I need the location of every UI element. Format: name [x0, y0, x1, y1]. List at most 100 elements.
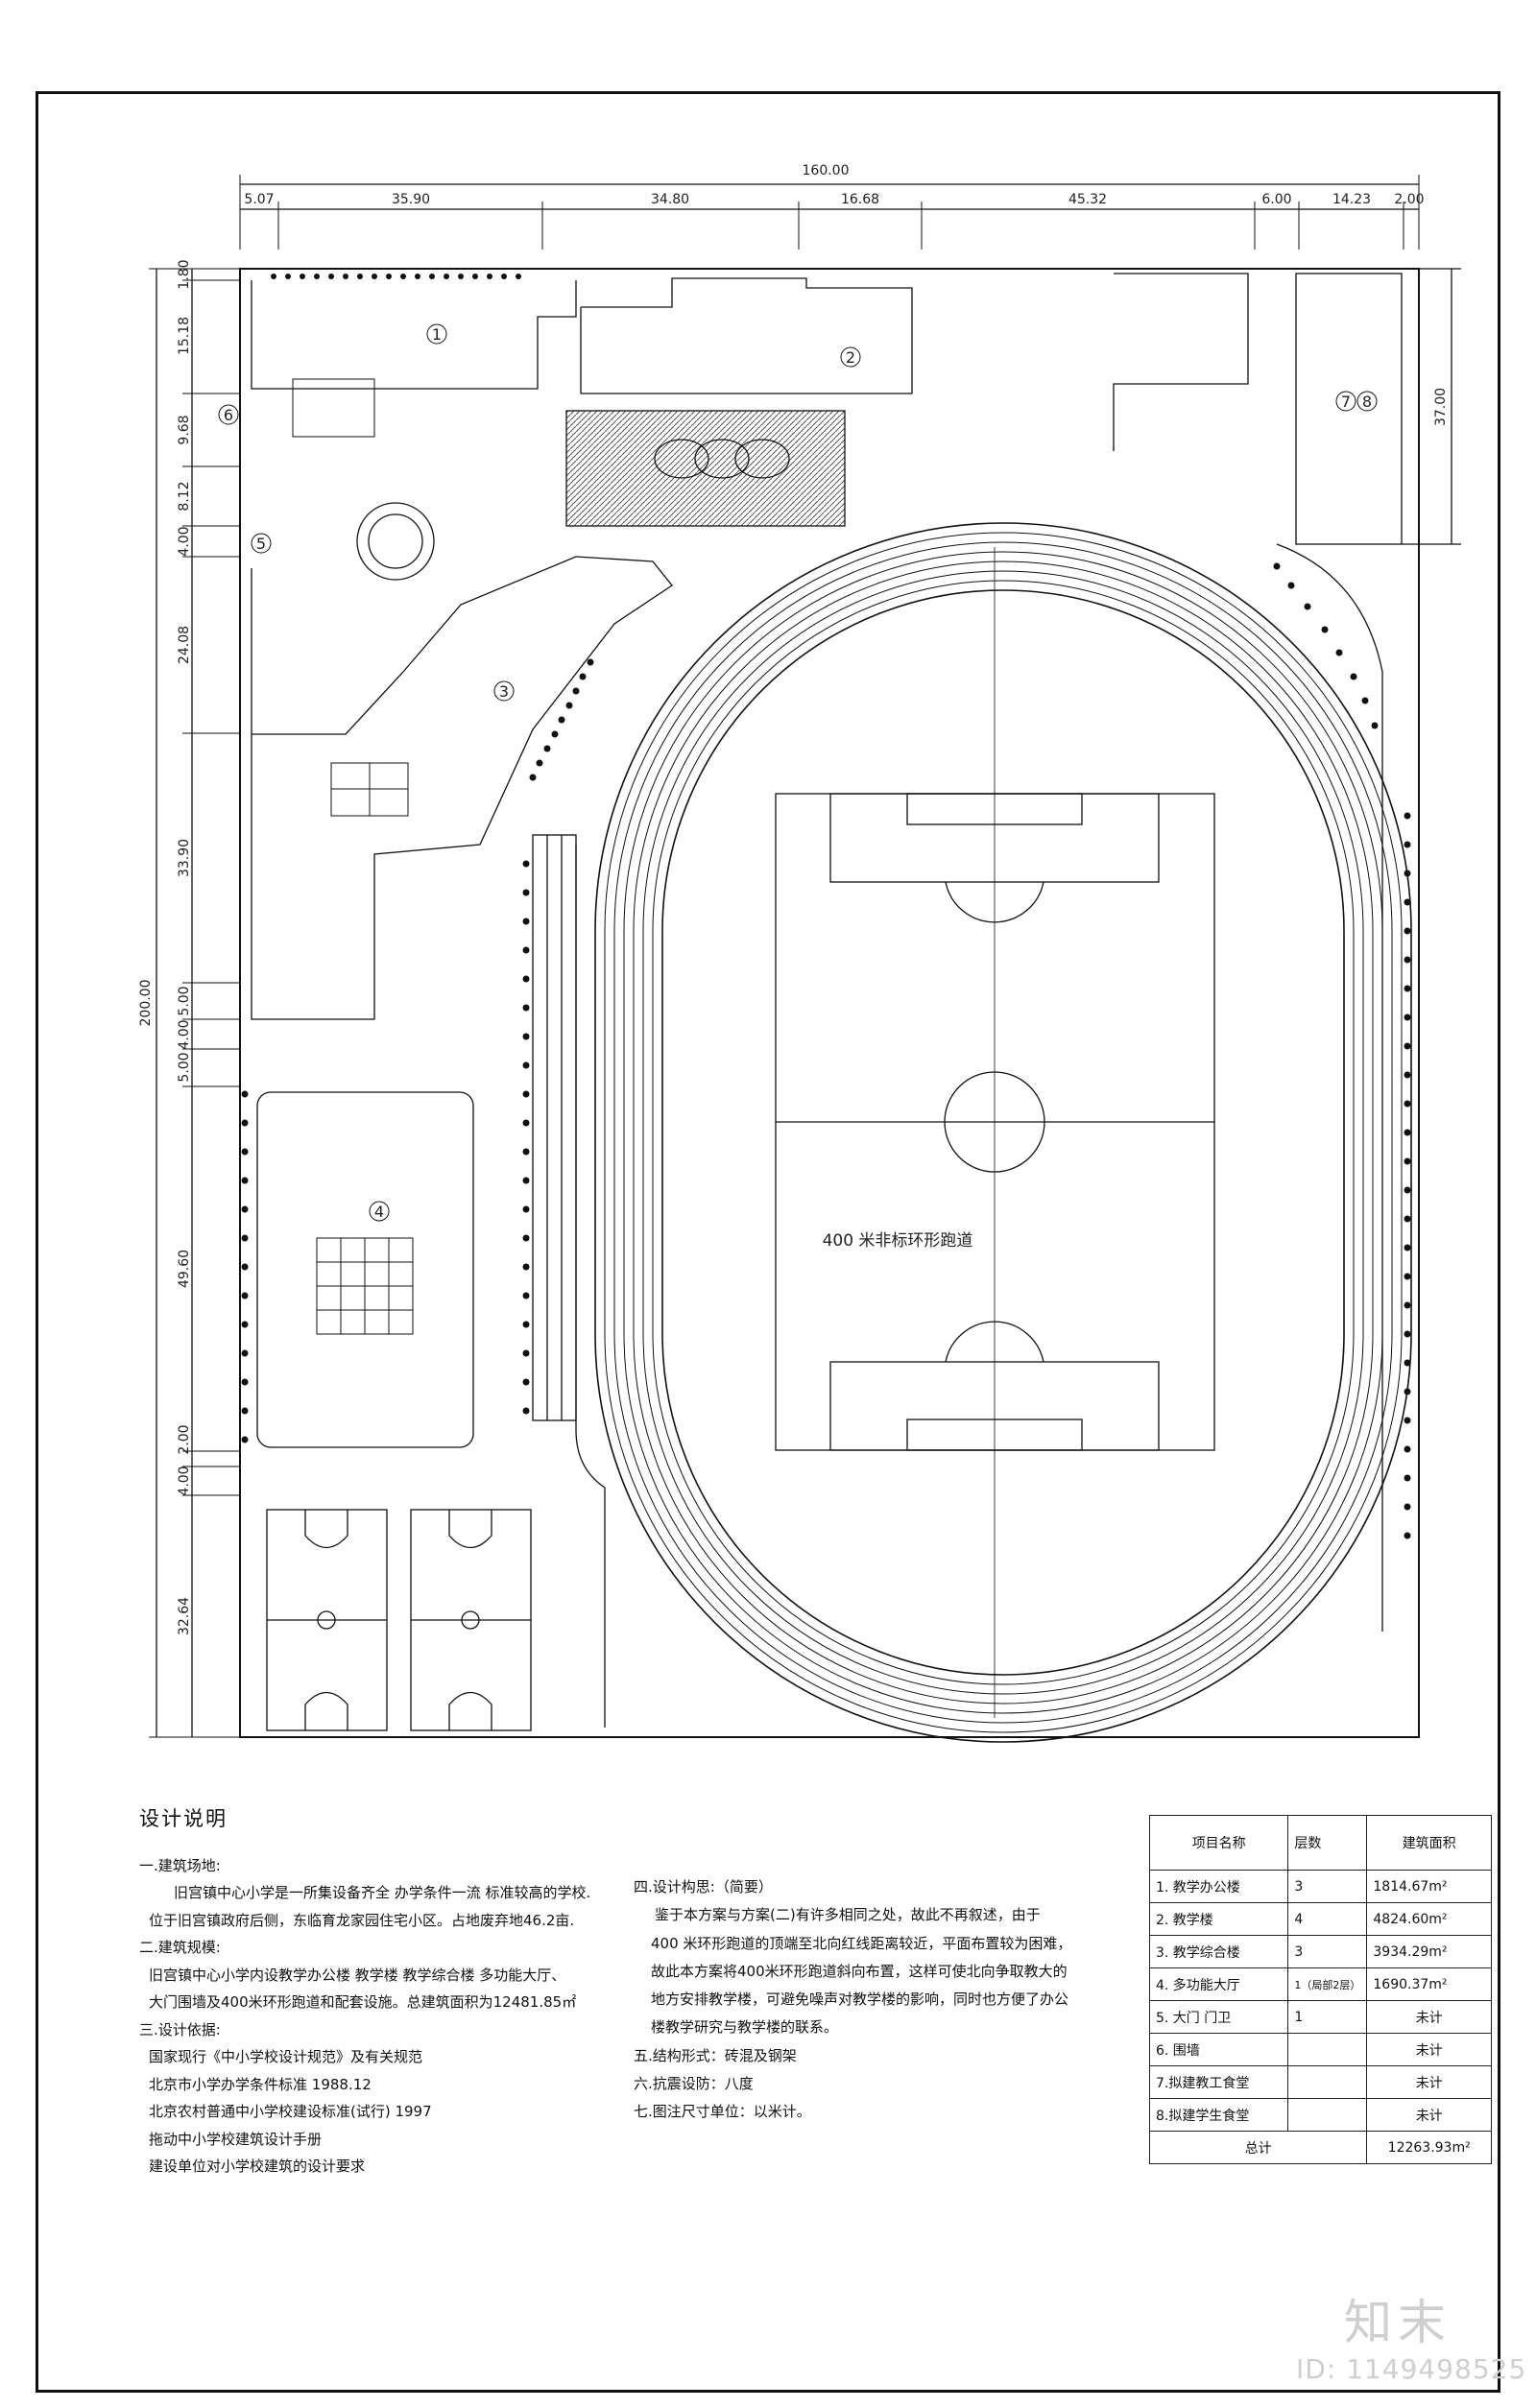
dim-top-seg: 5.07	[244, 192, 274, 207]
dim-left-seg: 24.08	[177, 626, 192, 664]
notes-s1-head: 一.建筑场地:	[139, 1856, 221, 1874]
notes-s4-head: 四.设计构思:（简要）	[634, 1878, 773, 1895]
dim-top-seg: 35.90	[392, 192, 430, 207]
dim-top-seg: 45.32	[1068, 192, 1107, 207]
table-header: 层数	[1287, 1815, 1368, 1871]
table-cell: 5. 大门 门卫	[1148, 2000, 1289, 2034]
table-cell: 1	[1287, 2000, 1368, 2034]
drawing-frame	[36, 91, 1500, 2393]
table-cell: 8.拟建学生食堂	[1148, 2098, 1289, 2132]
notes-s3-head: 三.设计依据:	[139, 2020, 221, 2038]
dim-left-seg: 5.00	[177, 986, 192, 1015]
table-cell: 1（局部2层）	[1287, 1967, 1368, 2001]
building-label-2: 2	[846, 348, 855, 367]
dim-left-seg: 4.00	[177, 1466, 192, 1495]
notes-line: 国家现行《中小学校设计规范》及有关规范	[149, 2048, 423, 2066]
dim-top-seg: 6.00	[1261, 192, 1291, 207]
building-label-7: 7	[1341, 393, 1351, 411]
table-cell: 4824.60m²	[1366, 1902, 1492, 1936]
table-row: 7.拟建教工食堂 未计	[1148, 2065, 1492, 2099]
dim-top-total: 160.00	[803, 163, 850, 179]
dim-left-seg: 4.00	[177, 526, 192, 556]
table-total-value: 12263.93m²	[1366, 2131, 1492, 2164]
design-notes-col2: 四.设计构思:（简要） 鉴于本方案与方案(二)有许多相同之处，故此不再叙述，由于…	[634, 1873, 1071, 2126]
table-row: 3. 教学综合楼 3 3934.29m²	[1148, 1935, 1492, 1968]
watermark-logo: 知末	[1344, 2295, 1452, 2350]
table-row: 5. 大门 门卫 1 未计	[1148, 2000, 1492, 2034]
track-label: 400 米非标环形跑道	[823, 1231, 973, 1251]
dim-top-seg: 2.00	[1394, 192, 1424, 207]
notes-line: 楼教学研究与教学楼的联系。	[651, 2018, 839, 2037]
building-label-6: 6	[224, 406, 233, 424]
notes-line: 鉴于本方案与方案(二)有许多相同之处，故此不再叙述，由于	[655, 1906, 1041, 1924]
table-cell: 未计	[1366, 2000, 1492, 2034]
dim-top-seg: 34.80	[651, 192, 689, 207]
table-row: 4. 多功能大厅 1（局部2层） 1690.37m²	[1148, 1967, 1492, 2001]
notes-line: 大门围墙及400米环形跑道和配套设施。总建筑面积为12481.85㎡	[149, 1993, 577, 2012]
dim-left-seg: 32.64	[177, 1597, 192, 1635]
notes-s6: 六.抗震设防：八度	[634, 2074, 754, 2092]
table-cell: 4	[1287, 1902, 1368, 1936]
dim-left-seg: 4.00	[177, 1019, 192, 1049]
table-cell	[1287, 2065, 1368, 2099]
notes-title: 设计说明	[139, 1807, 228, 1830]
notes-line: 故此本方案将400米环形跑道斜向布置，这样可使北向争取教大的	[651, 1962, 1068, 1980]
dim-left-seg: 5.00	[177, 1052, 192, 1082]
table-cell: 未计	[1366, 2065, 1492, 2099]
table-row: 1. 教学办公楼 3 1814.67m²	[1148, 1870, 1492, 1903]
table-row: 2. 教学楼 4 4824.60m²	[1148, 1902, 1492, 1936]
table-header: 建筑面积	[1366, 1815, 1492, 1871]
dim-top-seg: 16.68	[841, 192, 879, 207]
notes-line: 北京市小学办学条件标准 1988.12	[149, 2075, 372, 2093]
notes-s2-head: 二.建筑规模:	[139, 1939, 221, 1957]
notes-s7: 七.图注尺寸单位：以米计。	[634, 2103, 811, 2120]
notes-line: 位于旧宫镇政府后侧，东临育龙家园住宅小区。占地废弃地46.2亩.	[149, 1911, 575, 1929]
table-total-row: 总计 12263.93m²	[1148, 2131, 1492, 2164]
table-cell: 3	[1287, 1935, 1368, 1968]
dim-left-total: 200.00	[138, 980, 154, 1027]
table-cell: 1690.37m²	[1366, 1967, 1492, 2001]
dim-top-seg: 14.23	[1332, 192, 1371, 207]
design-notes: 设计说明 一.建筑场地: 旧宫镇中心小学是一所集设备齐全 办学条件一流 标准较高…	[139, 1800, 1099, 2181]
building-label-8: 8	[1362, 393, 1372, 411]
notes-line: 旧宫镇中心小学是一所集设备齐全 办学条件一流 标准较高的学校.	[174, 1884, 591, 1902]
dim-right: 37.00	[1433, 388, 1449, 426]
watermark-id: ID: 1149498525	[1296, 2353, 1527, 2385]
building-label-4: 4	[374, 1203, 384, 1221]
table-cell: 6. 围墙	[1148, 2033, 1289, 2066]
table-cell	[1287, 2033, 1368, 2066]
notes-line: 旧宫镇中心小学内设教学办公楼 教学楼 教学综合楼 多功能大厅、	[149, 1966, 566, 1984]
dim-left-seg: 8.12	[177, 481, 192, 511]
table-row: 6. 围墙 未计	[1148, 2033, 1492, 2066]
dim-left-seg: 33.90	[177, 839, 192, 877]
table-cell: 3934.29m²	[1366, 1935, 1492, 1968]
notes-line: 北京农村普通中小学校建设标准(试行) 1997	[149, 2103, 432, 2121]
table-cell: 3	[1287, 1870, 1368, 1903]
building-label-1: 1	[432, 325, 442, 344]
dim-left-seg: 2.00	[177, 1424, 192, 1454]
table-cell: 3. 教学综合楼	[1148, 1935, 1289, 1968]
dim-left-seg: 49.60	[177, 1250, 192, 1288]
table-cell	[1287, 2098, 1368, 2132]
building-table: 项目名称 层数 建筑面积 1. 教学办公楼 3 1814.67m² 2. 教学楼…	[1148, 1815, 1492, 2164]
table-cell: 2. 教学楼	[1148, 1902, 1289, 1936]
table-cell: 未计	[1366, 2033, 1492, 2066]
table-header: 项目名称	[1148, 1815, 1289, 1871]
dim-left-seg: 15.18	[177, 317, 192, 355]
dim-left-seg: 9.68	[177, 415, 192, 444]
table-total-label: 总计	[1148, 2131, 1368, 2164]
notes-line: 400 米环形跑道的顶端至北向红线距离较近，平面布置较为困难，	[651, 1934, 1072, 1952]
dim-left-seg: 1.80	[177, 259, 192, 289]
table-cell: 4. 多功能大厅	[1148, 1967, 1289, 2001]
table-cell: 7.拟建教工食堂	[1148, 2065, 1289, 2099]
table-cell: 1. 教学办公楼	[1148, 1870, 1289, 1903]
building-label-5: 5	[256, 535, 266, 553]
table-header-row: 项目名称 层数 建筑面积	[1148, 1815, 1492, 1871]
table-row: 8.拟建学生食堂 未计	[1148, 2098, 1492, 2132]
table-cell: 未计	[1366, 2098, 1492, 2132]
building-label-3: 3	[499, 682, 509, 701]
notes-line: 地方安排教学楼，可避免噪声对教学楼的影响，同时也方便了办公	[651, 1991, 1069, 2008]
notes-line: 建设单位对小学校建筑的设计要求	[149, 2158, 366, 2176]
table-cell: 1814.67m²	[1366, 1870, 1492, 1903]
notes-s5: 五.结构形式：砖混及钢架	[634, 2046, 797, 2064]
